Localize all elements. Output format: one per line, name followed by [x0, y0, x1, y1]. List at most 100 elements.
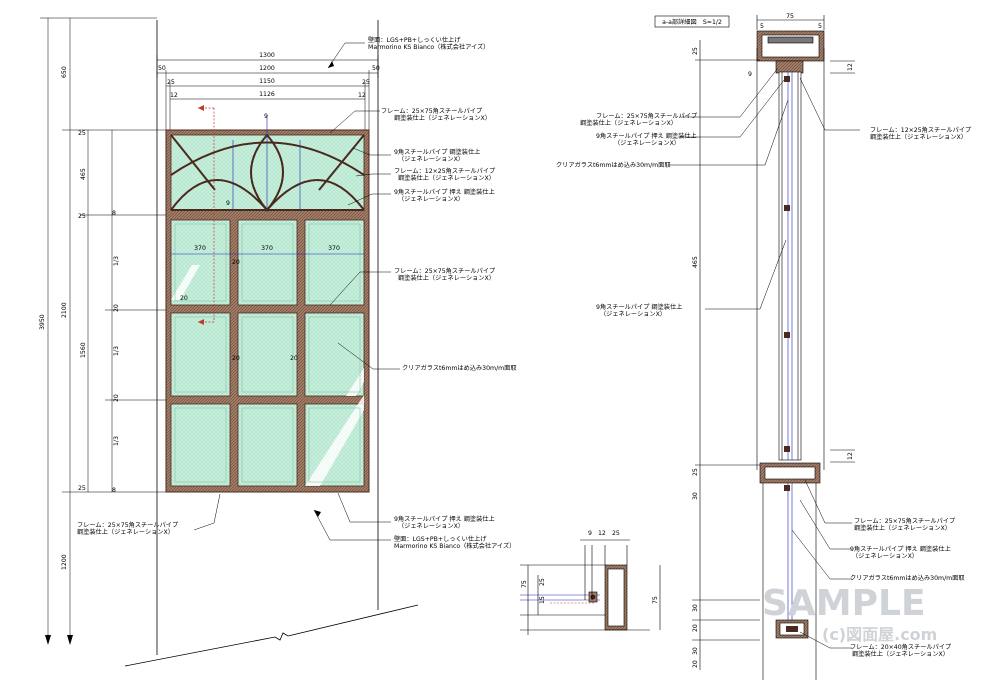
plan-dim-15-left: 15 — [539, 596, 546, 604]
dim-l-20a: 20 — [113, 304, 120, 312]
sec-dim-5a: 5 — [760, 23, 764, 30]
sec-callout-pipe9-l2: （ジェネレーションX） — [600, 311, 666, 318]
sec-dim-30c: 30 — [692, 647, 699, 655]
sec-callout-glass2: クリアガラスt6mmはめ込み30m/m面取 — [850, 574, 965, 582]
sec-dim-12-top: 12 — [847, 63, 854, 71]
sec-callout-frame75-l1: フレーム：25×75角スチールパイプ — [854, 517, 956, 525]
dim-side-left-3: 12 — [170, 92, 178, 99]
callout-frame-bottom-l1: フレーム：25×75角スチールパイプ — [77, 521, 179, 529]
callout-frame-bottom-l2: 鋼塗装仕上（ジェネレーションX） — [77, 528, 174, 536]
lbl-8: 8 — [112, 210, 116, 217]
dim-l-25b: 25 — [78, 213, 86, 220]
plan-dim-75-right: 75 — [652, 596, 659, 604]
section-arrow-top — [198, 105, 204, 111]
sec-callout-pipe9-l1: 9角スチールパイプ 鋼塗装仕上 — [596, 303, 682, 311]
sec-callout-press2-l2: （ジェネレーションX） — [852, 553, 918, 560]
plan-dim-75-left: 75 — [521, 580, 528, 588]
blue-dimension-lines — [171, 115, 364, 255]
callout-frame-mid-l2: 鋼塗装仕上（ジェネレーションX） — [398, 274, 495, 282]
callout-pipe-9-l2: （ジェネレーションX） — [398, 156, 464, 163]
dim-2100: 2100 — [61, 302, 68, 318]
section-leaders — [668, 67, 860, 649]
section-guide-marker — [198, 107, 215, 323]
sec-dim-30b: 30 — [692, 604, 699, 612]
sec-callout-frame20-l2: 鋼塗装仕上（ジェネレーションX） — [852, 650, 949, 658]
sec-callout-frame20-l1: フレーム：20×40角スチールパイプ — [850, 643, 952, 651]
plan-dim-12: 12 — [598, 530, 606, 537]
section-clips — [784, 76, 798, 632]
sec-callout-glass: クリアガラスt6mmはめ込み30m/m面取 — [556, 161, 671, 169]
top-dimensions — [156, 55, 379, 130]
callout-wall-bottom-l1: 壁面：LGS+PB+しっくい仕上げ — [394, 535, 487, 543]
dim-bottom-1200: 1200 — [61, 554, 68, 570]
watermark-site: (c)図面屋.com — [822, 625, 937, 644]
sec-dim-20a: 20 — [692, 624, 699, 632]
dim-overall-width: 1300 — [259, 52, 275, 59]
dim-frame-mid: 1150 — [259, 78, 275, 85]
sec-callout-frame12-l2: 鋼塗装仕上（ジェネレーションX） — [870, 133, 967, 141]
callout-frame-top-l2: 鋼塗装仕上（ジェネレーションX） — [394, 114, 491, 122]
callout-frame-mid-l1: フレーム：25×75角スチールパイプ — [394, 267, 496, 275]
dim-l-25a: 25 — [78, 130, 86, 137]
callout-wall-top-l1: 壁面：LGS+PB+しっくい仕上げ — [368, 36, 461, 44]
callout-glass: クリアガラスt6mmはめ込み30m/m面取 — [402, 364, 517, 372]
sec-dim-75: 75 — [786, 13, 794, 20]
sec-dim-9: 9 — [748, 71, 752, 78]
lbl-8b: 8 — [112, 487, 116, 494]
dim-frame-outer: 1200 — [259, 65, 275, 72]
dim-col-3: 370 — [328, 245, 340, 252]
lbl-20b: 20 — [232, 355, 240, 362]
lbl-20c: 20 — [290, 355, 298, 362]
sec-callout-frame-l2: 鋼塗装仕上（ジェネレーションX） — [580, 119, 677, 127]
lbl-9-mid: 9 — [226, 200, 230, 207]
left-dimensions — [40, 17, 166, 640]
transom-glass — [170, 134, 365, 211]
sec-dim-25-bottom: 25 — [692, 468, 699, 476]
callout-press-bottom-l1: 9角スチールパイプ 押え 鋼塗装仕上 — [394, 515, 495, 523]
sec-callout-frame12-l1: フレーム：12×25角スチールパイプ — [870, 126, 972, 134]
sec-callout-frame75-l2: 鋼塗装仕上（ジェネレーションX） — [854, 524, 951, 532]
dim-col-1: 370 — [194, 245, 206, 252]
dim-465: 465 — [80, 168, 87, 180]
dim-l-25c: 25 — [78, 485, 86, 492]
sec-dim-5b: 5 — [818, 23, 822, 30]
elevation-leaders — [193, 42, 400, 541]
callout-frame-12-l1: フレーム：12×25角スチールパイプ — [394, 167, 496, 175]
dim-side-right-2: 25 — [362, 79, 370, 86]
sec-callout-frame-l1: フレーム：25×75角スチールパイプ — [596, 112, 698, 120]
section-detail — [692, 15, 855, 680]
sec-callout-press-l1: 9角スチールパイプ 押え 鋼塗装仕上 — [596, 132, 697, 140]
callout-frame-top-l1: フレーム：25×75角スチールパイプ — [381, 107, 483, 115]
plan-dim-25-left: 25 — [539, 578, 546, 586]
dim-l-third-3: 1/3 — [113, 436, 120, 446]
callout-press-bottom-l2: （ジェネレーションX） — [398, 523, 464, 530]
dim-1560: 1560 — [80, 342, 87, 358]
dim-l-third-2: 1/3 — [113, 346, 120, 356]
lbl-9-top: 9 — [264, 113, 268, 120]
sec-dim-25-top: 25 — [692, 47, 699, 55]
sec-dim-30a: 30 — [692, 492, 699, 500]
glass-reflections — [171, 265, 364, 486]
sec-callout-press-l2: （ジェネレーションX） — [614, 140, 680, 147]
sec-callout-press2-l1: 9角スチールパイプ 押え 鋼塗装仕上 — [850, 545, 951, 553]
pane-inner-lines — [174, 223, 361, 483]
sec-dim-12-bottom: 12 — [847, 452, 854, 460]
plan-dim-25: 25 — [612, 530, 620, 537]
lbl-20d: 20 — [180, 295, 188, 302]
dim-total-3950: 3950 — [39, 314, 46, 330]
callout-wall-bottom-l2: Marmorino KS Bianco（株式会社アイズ） — [394, 542, 515, 550]
callout-frame-12-l2: 鋼塗装仕上（ジェネレーションX） — [398, 174, 495, 182]
section-title: a-a部詳細図 S=1/2 — [662, 18, 722, 26]
dim-l-20b: 20 — [113, 394, 120, 402]
watermark-sample: SAMPLE — [762, 583, 926, 624]
dim-col-2: 370 — [261, 245, 273, 252]
plan-dim-9: 9 — [588, 530, 592, 537]
dim-side-left-2: 25 — [167, 79, 175, 86]
dim-side-right-3: 12 — [358, 92, 366, 99]
lbl-20a: 20 — [232, 259, 240, 266]
sec-dim-20b: 20 — [692, 660, 699, 668]
wall-outline — [124, 20, 419, 667]
sec-dim-465: 465 — [692, 256, 699, 268]
callout-pipe-9-l1: 9角スチールパイプ 鋼塗装仕上 — [394, 148, 480, 156]
